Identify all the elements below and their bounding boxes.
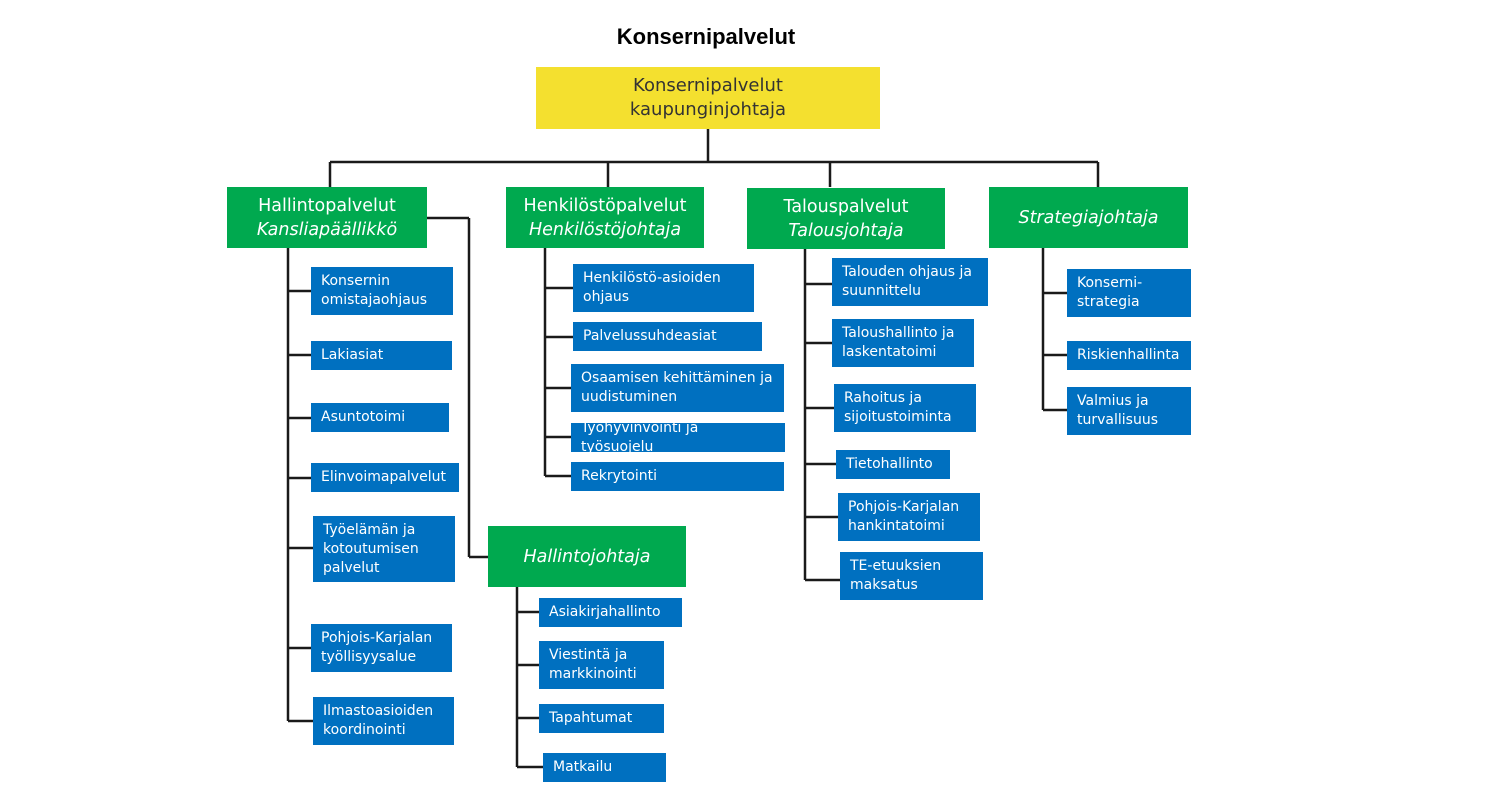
unit-box: Rekrytointi <box>571 462 784 491</box>
unit-line: kotoutumisen <box>323 540 419 557</box>
unit-box: Konserni- strategia <box>1067 269 1191 317</box>
unit-line: Osaamisen kehittäminen ja <box>581 370 773 386</box>
unit-box: Rahoitus ja sijoitustoiminta <box>834 384 976 432</box>
unit-line: laskentatoimi <box>842 344 937 360</box>
unit-box: TE-etuuksien maksatus <box>840 552 983 600</box>
ceo-line1: Konsernipalvelut <box>633 75 783 96</box>
unit-box: Työelämän ja kotoutumisen palvelut <box>313 516 455 582</box>
henkilostopalvelut-name: Henkilöstöpalvelut <box>523 195 687 216</box>
hallintopalvelut-role: Kansliapäällikkö <box>256 219 398 240</box>
unit-line: markkinointi <box>549 666 637 682</box>
unit-line: Tietohallinto <box>846 456 933 472</box>
talouspalvelut-box: Talouspalvelut Talousjohtaja <box>747 188 945 249</box>
unit-box: Asiakirjahallinto <box>539 598 682 627</box>
unit-line: strategia <box>1077 294 1140 310</box>
unit-line: Talouden ohjaus ja <box>842 264 972 280</box>
unit-box: Matkailu <box>543 753 666 782</box>
unit-line: Henkilöstö-asioiden <box>583 270 721 286</box>
unit-line: Viestintä ja <box>549 647 628 663</box>
unit-box: Osaamisen kehittäminen ja uudistuminen <box>571 364 784 412</box>
unit-box: Pohjois-Karjalan hankintatoimi <box>838 493 980 541</box>
unit-box: Tietohallinto <box>836 450 950 479</box>
unit-box: Pohjois-Karjalan työllisyysalue <box>311 624 452 672</box>
strategiajohtaja-box: Strategiajohtaja <box>989 187 1188 248</box>
hallintopalvelut-name: Hallintopalvelut <box>258 195 396 216</box>
unit-line: Ilmastoasioiden <box>323 703 434 719</box>
unit-line: turvallisuus <box>1077 412 1158 428</box>
strategiajohtaja-role: Strategiajohtaja <box>1018 207 1159 228</box>
unit-box: Riskienhallinta <box>1067 341 1191 370</box>
unit-line: Elinvoimapalvelut <box>321 469 446 485</box>
page-title: Konsernipalvelut <box>616 24 796 49</box>
unit-box: Valmius ja turvallisuus <box>1067 387 1191 435</box>
unit-box: Konsernin omistajaohjaus <box>311 267 453 315</box>
unit-box: Elinvoimapalvelut <box>311 463 459 492</box>
ceo-line2: kaupunginjohtaja <box>629 99 787 120</box>
unit-line: Pohjois-Karjalan <box>848 499 960 515</box>
unit-line: Palvelussuhdeasiat <box>583 328 717 344</box>
unit-box: Tapahtumat <box>539 704 664 733</box>
unit-box: Ilmastoasioiden koordinointi <box>313 697 454 745</box>
unit-line: Työhyvinvointi ja työsuojelu <box>581 419 699 455</box>
unit-line: omistajaohjaus <box>321 292 427 308</box>
unit-line: Asiakirjahallinto <box>549 604 661 620</box>
unit-line: Lakiasiat <box>321 347 384 363</box>
unit-box: Viestintä ja markkinointi <box>539 641 664 689</box>
unit-line: Matkailu <box>553 759 613 775</box>
unit-line: Tapahtumat <box>549 710 633 726</box>
unit-line: hankintatoimi <box>848 518 945 534</box>
unit-box: Henkilöstö-asioiden ohjaus <box>573 264 754 312</box>
henkilostopalvelut-role: Henkilöstöjohtaja <box>528 219 682 240</box>
unit-line: sijoitustoiminta <box>844 409 952 425</box>
unit-line: uudistuminen <box>581 389 678 405</box>
unit-line: Konsernin <box>321 273 390 289</box>
unit-line: Työelämän ja <box>323 521 416 538</box>
unit-line: työllisyysalue <box>321 649 417 665</box>
unit-line: Riskienhallinta <box>1077 347 1180 363</box>
unit-line: palvelut <box>323 559 380 576</box>
unit-line: maksatus <box>850 577 918 593</box>
unit-line: Valmius ja <box>1077 393 1149 409</box>
unit-line: Taloushallinto ja <box>842 325 955 341</box>
unit-line: Rekrytointi <box>581 468 658 484</box>
unit-box: Asuntotoimi <box>311 403 449 432</box>
talouspalvelut-name: Talouspalvelut <box>783 196 909 217</box>
hallintojohtaja-role: Hallintojohtaja <box>523 546 651 567</box>
unit-box: Talouden ohjaus ja suunnittelu <box>832 258 988 306</box>
unit-line: Asuntotoimi <box>321 409 406 425</box>
unit-line: ohjaus <box>583 289 630 305</box>
unit-line: koordinointi <box>323 722 406 738</box>
henkilostopalvelut-box: Henkilöstöpalvelut Henkilöstöjohtaja <box>506 187 704 248</box>
hallintojohtaja-box: Hallintojohtaja <box>488 526 686 587</box>
unit-box: Lakiasiat <box>311 341 452 370</box>
unit-line: Konserni- <box>1077 275 1143 291</box>
unit-box: Työhyvinvointi ja työsuojelu <box>571 420 785 455</box>
hallintopalvelut-box: Hallintopalvelut Kansliapäällikkö <box>227 187 427 248</box>
unit-line: Pohjois-Karjalan <box>321 630 433 646</box>
unit-line: suunnittelu <box>842 283 922 299</box>
unit-line: TE-etuuksien <box>850 558 942 574</box>
unit-line: Rahoitus ja <box>844 390 922 406</box>
unit-box: Palvelussuhdeasiat <box>573 322 762 351</box>
ceo-box: Konsernipalvelut kaupunginjohtaja <box>536 67 880 129</box>
talouspalvelut-role: Talousjohtaja <box>788 220 904 241</box>
unit-box: Taloushallinto ja laskentatoimi <box>832 319 974 367</box>
